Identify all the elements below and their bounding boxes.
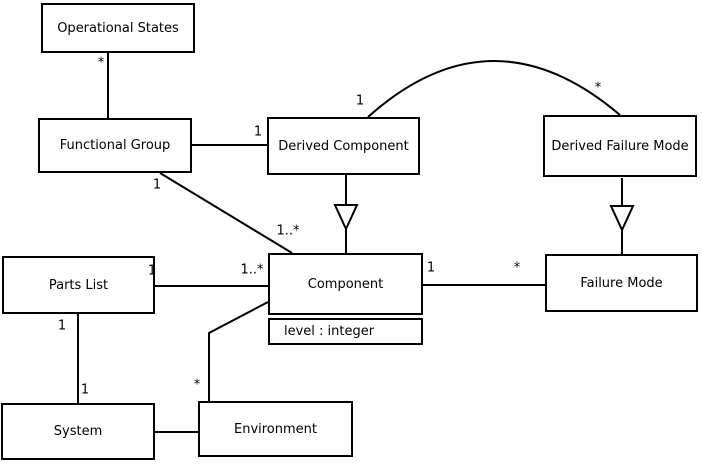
class-failure-mode: Failure Mode — [545, 254, 698, 312]
class-system: System — [1, 403, 155, 460]
class-operational-states: Operational States — [41, 3, 195, 53]
class-label: Failure Mode — [580, 275, 663, 291]
class-label: System — [53, 424, 103, 439]
class-label: Operational States — [57, 20, 179, 36]
multiplicity-label: * — [193, 377, 201, 393]
multiplicity-label: 1 — [426, 260, 436, 276]
class-derived-component: Derived Component — [267, 117, 420, 175]
attribute-label: level : integer — [284, 324, 375, 339]
class-label: Parts List — [48, 277, 109, 293]
class-component-attribute-compartment: level : integer — [268, 318, 423, 345]
class-label: Derived Component — [278, 138, 409, 154]
multiplicity-label: 1..* — [276, 223, 300, 239]
class-label: Derived Failure Mode — [551, 138, 689, 154]
multiplicity-label: 1 — [355, 93, 365, 109]
multiplicity-label: * — [594, 80, 602, 96]
class-label: Environment — [233, 421, 317, 437]
edge-component-environment — [208, 301, 269, 401]
edge-derived-component-derived-failure-mode-arc — [367, 60, 621, 118]
multiplicity-label: 1 — [57, 318, 67, 334]
multiplicity-label: 1 — [147, 263, 157, 279]
multiplicity-label: 1 — [152, 177, 162, 193]
multiplicity-label: 1..* — [240, 262, 264, 278]
class-functional-group: Functional Group — [38, 118, 192, 173]
multiplicity-label: * — [513, 260, 521, 276]
class-label: Functional Group — [59, 138, 171, 153]
class-environment: Environment — [198, 401, 353, 457]
class-label: Component — [307, 276, 384, 292]
class-component: Component — [268, 253, 423, 315]
generalization-triangle-component — [333, 204, 359, 232]
multiplicity-label: 1 — [80, 382, 90, 398]
edge-functional-group-component — [159, 172, 293, 254]
multiplicity-label: * — [97, 55, 105, 71]
class-parts-list: Parts List — [2, 256, 155, 314]
generalization-triangle-failure-mode — [609, 205, 635, 233]
class-derived-failure-mode: Derived Failure Mode — [543, 115, 697, 177]
multiplicity-label: 1 — [253, 124, 263, 140]
